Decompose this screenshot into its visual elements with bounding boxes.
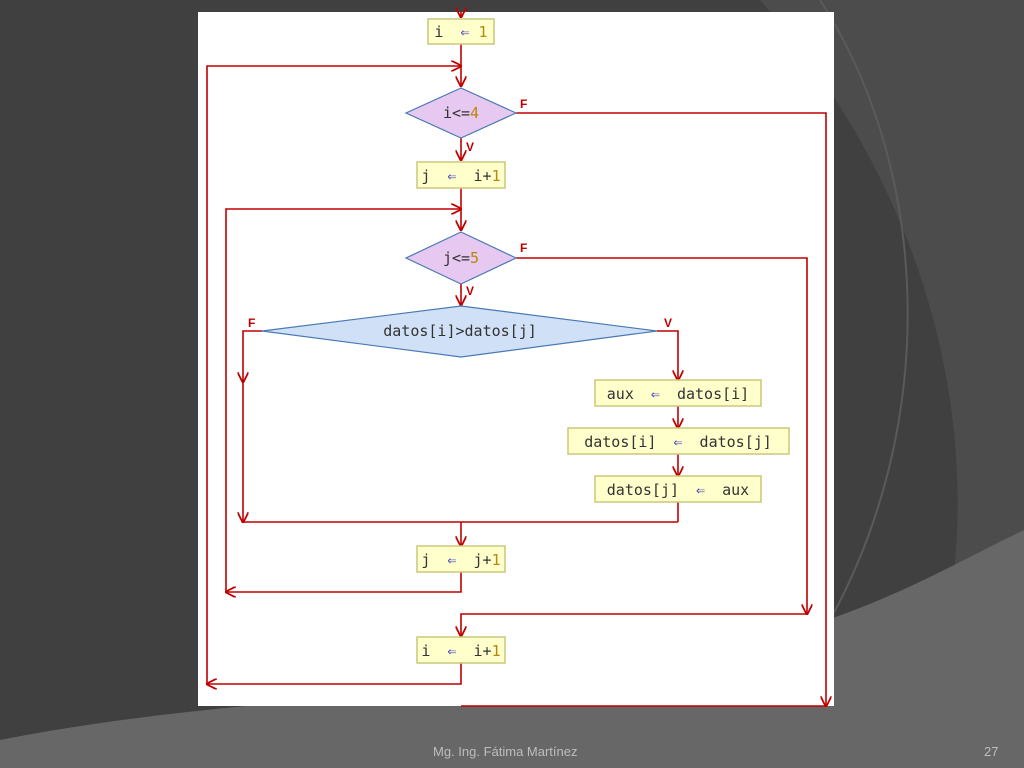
- svg-text:j ⇐ j+1: j ⇐ j+1: [421, 551, 500, 569]
- footer-author: Mg. Ing. Fátima Martínez: [433, 744, 578, 759]
- compare-false-label: F: [248, 316, 255, 330]
- swap1-expr: datos[i]: [677, 385, 749, 403]
- cond-i-text: i<=: [443, 104, 470, 122]
- background-arc-large: [600, 0, 1024, 768]
- process-swap-2: datos[i] ⇐ datos[j]: [567, 427, 790, 455]
- process-inc-j: j ⇐ j+1: [416, 545, 506, 573]
- cond-i-num: 4: [470, 104, 479, 122]
- svg-text:aux ⇐ datos[i]: aux ⇐ datos[i]: [607, 385, 749, 403]
- svg-text:datos[i] ⇐ datos[j: datos[i] ⇐ datos[j]: [584, 433, 772, 451]
- inc-j-num: 1: [492, 551, 501, 569]
- init-j-num: 1: [492, 167, 501, 185]
- assign-arrow-icon: ⇐: [651, 385, 660, 403]
- svg-text:j<=5: j<=5: [443, 249, 479, 267]
- decision-i-le-4: i<=4: [404, 87, 518, 139]
- background-arc-line: [819, 0, 909, 621]
- init-j-expr: i+: [474, 167, 492, 185]
- assign-arrow-icon: ⇐: [460, 23, 469, 41]
- process-init-j: j ⇐ i+1: [416, 161, 506, 189]
- process-init-i: i ⇐ 1: [427, 18, 495, 45]
- assign-arrow-icon: ⇐: [447, 551, 456, 569]
- compare-true-label: V: [664, 316, 672, 330]
- decision-compare: datos[i]>datos[j]: [261, 305, 658, 358]
- svg-text:i ⇐ i+1: i ⇐ i+1: [421, 642, 500, 660]
- cond-j-false-label: F: [520, 241, 527, 255]
- svg-text:j ⇐ i+1: j ⇐ i+1: [421, 167, 500, 185]
- svg-text:i<=4: i<=4: [443, 104, 479, 122]
- swap1-var: aux: [607, 385, 634, 403]
- cond-j-num: 5: [470, 249, 479, 267]
- page-number: 27: [984, 744, 999, 759]
- process-inc-i: i ⇐ i+1: [416, 636, 506, 664]
- assign-arrow-icon: ⇐: [673, 433, 682, 451]
- process-swap-1: aux ⇐ datos[i]: [594, 379, 762, 407]
- inc-i-var: i: [421, 642, 430, 660]
- cond-i-true-label: V: [466, 140, 474, 154]
- swap3-var: datos[j]: [607, 481, 679, 499]
- diagram-panel: [198, 12, 834, 706]
- cond-j-true-label: V: [466, 284, 474, 298]
- background-arc-light: [0, 530, 1024, 768]
- svg-text:i ⇐ 1: i ⇐ 1: [434, 23, 487, 41]
- init-j-var: j: [421, 167, 430, 185]
- swap2-var: datos[i]: [584, 433, 656, 451]
- decision-j-le-5: j<=5: [404, 231, 518, 285]
- flow-lines: [207, 12, 826, 706]
- swap3-expr: aux: [722, 481, 749, 499]
- cond-j-text: j<=: [443, 249, 470, 267]
- assign-arrow-icon: ⇐: [696, 481, 705, 499]
- process-swap-3: datos[j] ⇐ aux: [594, 475, 762, 503]
- inc-j-expr: j+: [474, 551, 492, 569]
- compare-text: datos[i]>datos[j]: [383, 322, 537, 340]
- assign-arrow-icon: ⇐: [447, 167, 456, 185]
- inc-i-num: 1: [492, 642, 501, 660]
- svg-text:datos[j] ⇐ aux: datos[j] ⇐ aux: [607, 481, 749, 499]
- cond-i-false-label: F: [520, 97, 527, 111]
- swap2-expr: datos[j]: [700, 433, 772, 451]
- inc-j-var: j: [421, 551, 430, 569]
- init-i-num: 1: [479, 23, 488, 41]
- assign-arrow-icon: ⇐: [447, 642, 456, 660]
- init-i-var: i: [434, 23, 443, 41]
- inc-i-expr: i+: [474, 642, 492, 660]
